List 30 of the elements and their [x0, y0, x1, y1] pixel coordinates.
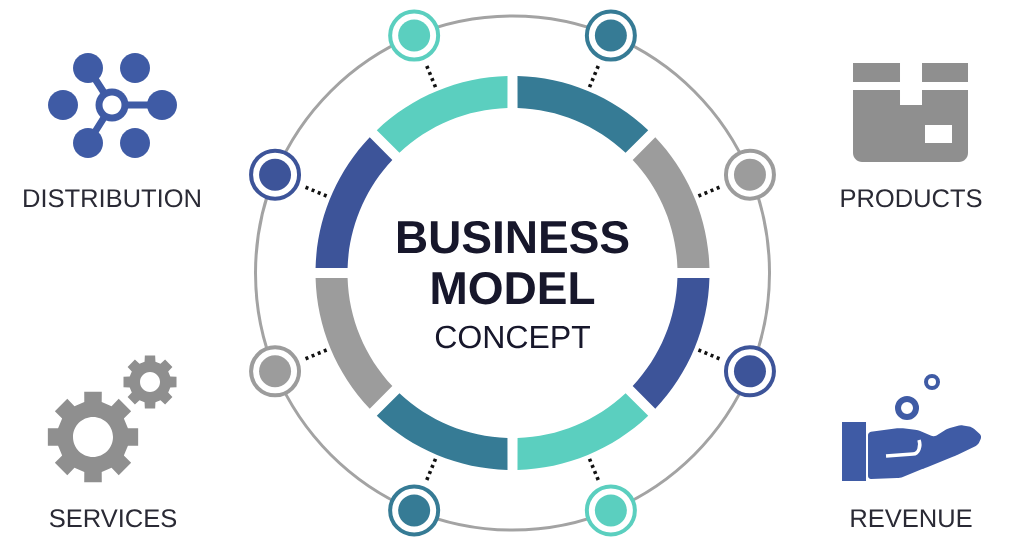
dotted-line [697, 185, 721, 198]
circle-marker [584, 9, 637, 62]
ring-segment [517, 76, 649, 153]
ring-segment [315, 137, 393, 268]
dotted-line [587, 65, 600, 88]
dotted-line [697, 348, 721, 361]
dotted-line [304, 348, 328, 361]
dotted-line [425, 65, 438, 88]
circle-marker [723, 148, 776, 201]
dotted-line [587, 458, 600, 481]
dotted-line [425, 458, 438, 481]
label: REVENUE [851, 509, 972, 528]
circle-marker [388, 484, 441, 537]
label: DISTRIBUTION [24, 189, 200, 208]
title: BUSINESS MODEL [398, 220, 629, 305]
label: SERVICES [49, 509, 177, 528]
ring-segment [315, 278, 393, 409]
circle-marker [249, 345, 302, 398]
label: PRODUCTS [841, 189, 982, 208]
circle-marker [388, 9, 441, 62]
ring-segment [376, 393, 508, 470]
ring-segment [632, 137, 710, 268]
circle-marker [723, 345, 776, 398]
subtitle: CONCEPT [435, 325, 590, 349]
dotted-line [304, 185, 328, 198]
circle-marker [249, 148, 302, 201]
ring-segment [376, 76, 508, 153]
circle-marker [584, 484, 637, 537]
ring-segment [632, 278, 710, 409]
ring-segment [517, 393, 649, 470]
